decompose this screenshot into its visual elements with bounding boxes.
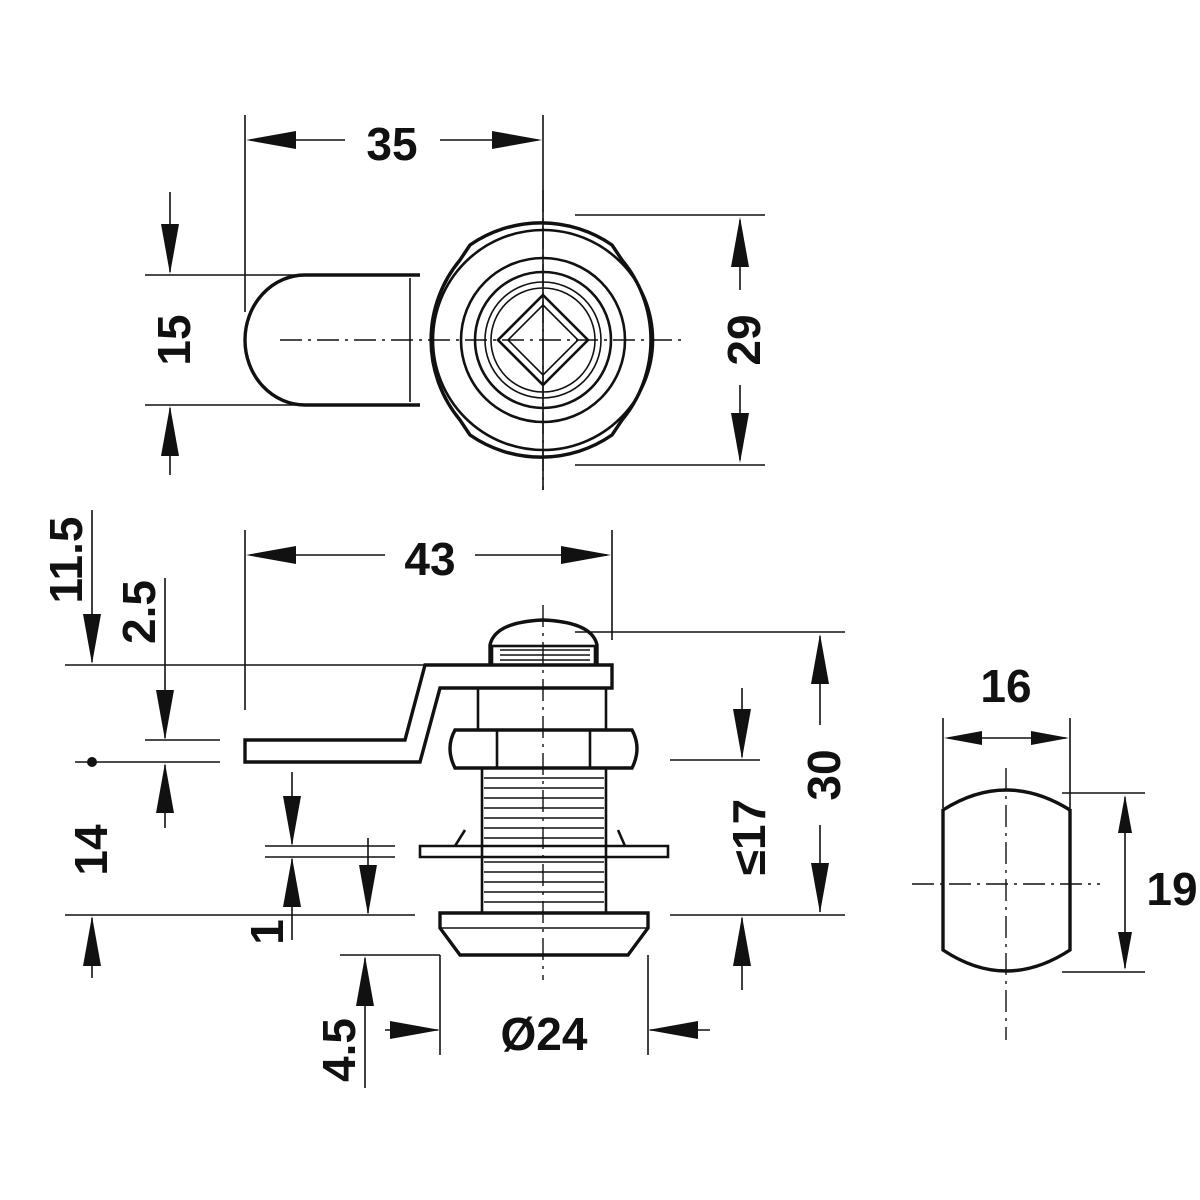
- top-view: 35 15 29: [145, 115, 770, 490]
- dim-side-total-height: 30: [798, 749, 850, 800]
- dim-side-cam-offset: 11.5: [40, 517, 92, 604]
- dim-side-total-length: 43: [404, 533, 455, 585]
- dim-top-arm-height: 15: [148, 314, 200, 365]
- side-view: 43 11.5 2.5 14 1 4.5 Ø24: [40, 510, 850, 1088]
- dim-side-grip: ≤17: [723, 799, 775, 875]
- cross-section-view: 16 19: [912, 660, 1198, 1040]
- dim-top-body-height: 29: [718, 314, 770, 365]
- dim-side-cam-thickness: 2.5: [113, 580, 165, 644]
- thread-lines: [484, 777, 604, 903]
- dim-cut-width: 16: [980, 660, 1031, 712]
- dim-side-diameter: Ø24: [501, 1008, 588, 1060]
- dim-top-width: 35: [366, 118, 417, 170]
- dim-side-cam-drop: 14: [65, 824, 117, 876]
- dim-side-flange: 4.5: [313, 1018, 365, 1082]
- dim-cut-height: 19: [1146, 863, 1197, 915]
- dim-side-washer: 1: [241, 919, 293, 945]
